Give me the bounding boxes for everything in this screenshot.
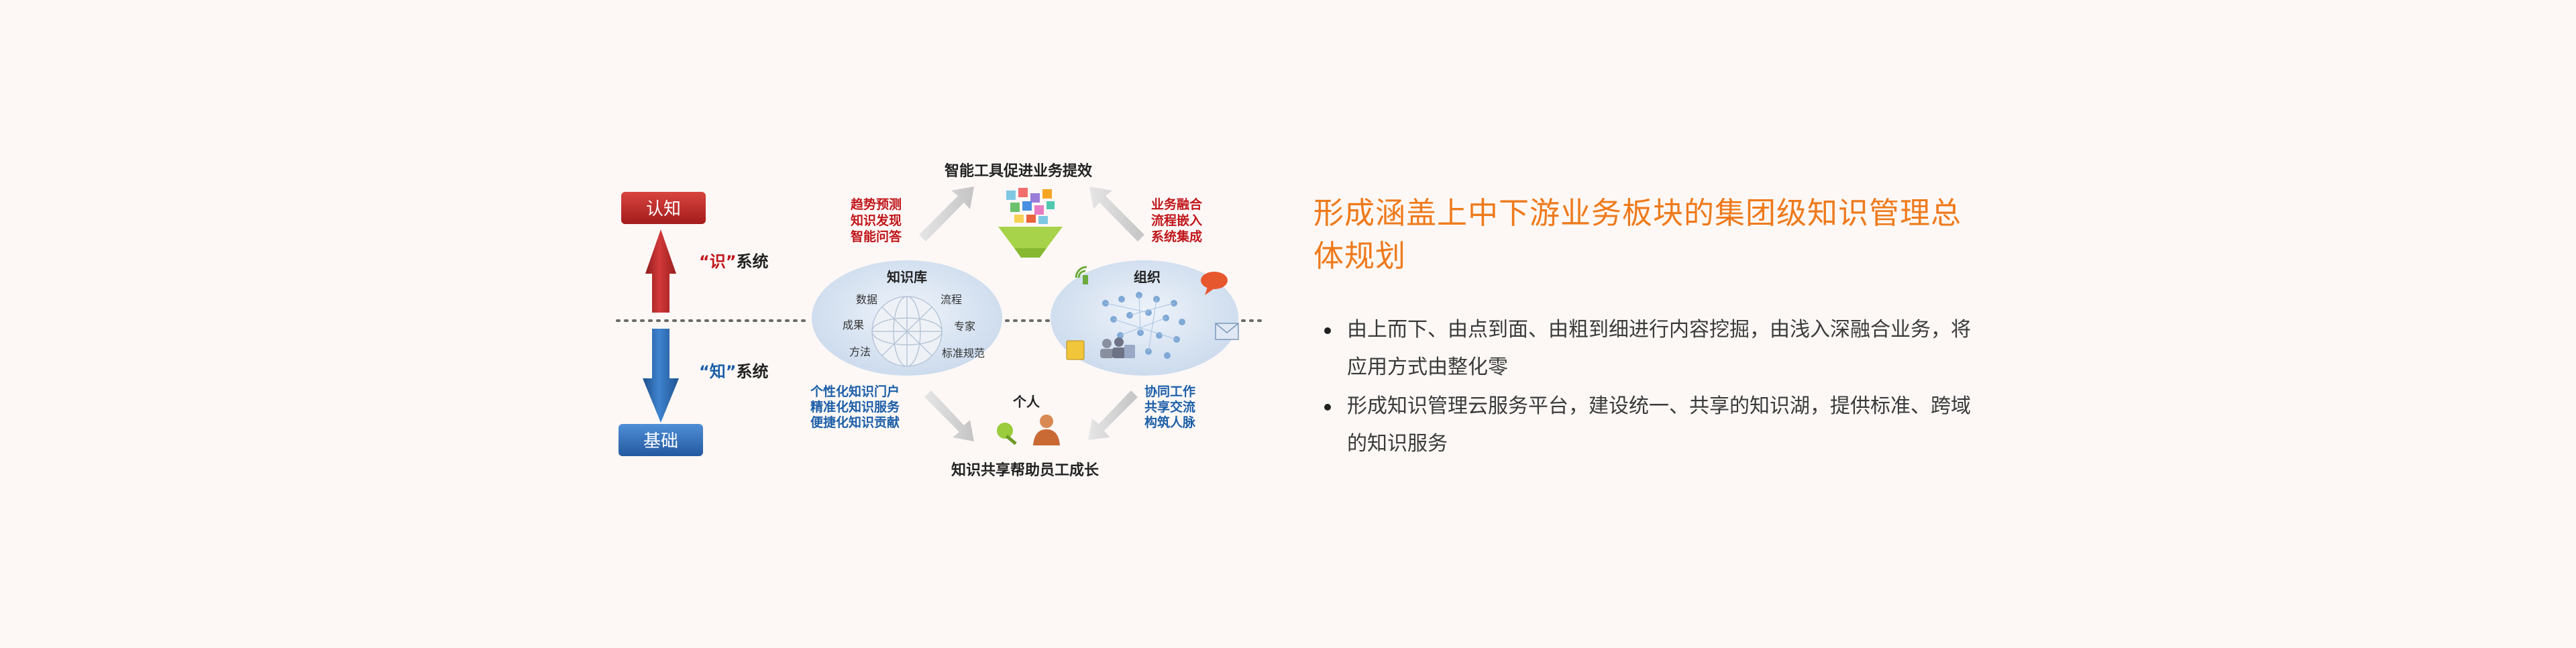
bullet-text: 由上而下、由点到面、由粗到细进行内容挖掘，由浅入深融合业务，将应用方式由整化零: [1347, 318, 1971, 379]
lower-system-label: “知”系统: [699, 362, 769, 381]
group-avatar-icon: [1100, 337, 1135, 358]
envelope-icon: [1215, 323, 1239, 340]
kb-item-methods: 方法: [849, 345, 871, 358]
kb-item-data: 数据: [856, 293, 877, 306]
label-smart-qa: 智能问答: [851, 229, 902, 244]
svg-text:基础: 基础: [643, 431, 678, 451]
summary-headline: 形成涵盖上中下游业务板块的集团级知识管理总体规划: [1313, 195, 1962, 274]
person-avatar-icon: [1033, 415, 1060, 445]
kb-item-results: 成果: [843, 319, 864, 331]
red-up-arrow: [645, 229, 676, 313]
blue-down-arrow: [643, 329, 679, 423]
label-collaboration: 协同工作: [1144, 384, 1195, 399]
wifi-signal-icon: [1075, 266, 1088, 284]
summary-bullet-list: 由上而下、由点到面、由粗到细进行内容挖掘，由浅入深融合业务，将应用方式由整化零 …: [1313, 311, 1971, 463]
globe-network-icon: [871, 296, 943, 367]
label-service: 精准化知识服务: [810, 399, 900, 415]
arrow-top-right: [1089, 186, 1144, 241]
label-process-embed: 流程嵌入: [1151, 213, 1202, 228]
label-trend-forecast: 趋势预测: [851, 197, 902, 212]
bottom-left-labels: 个性化知识门户 精准化知识服务 便捷化知识贡献: [810, 384, 900, 430]
label-network: 构筑人脉: [1144, 415, 1196, 430]
label-system-integration: 系统集成: [1151, 229, 1202, 244]
arrow-top-left: [919, 186, 974, 241]
knowledge-base-title: 知识库: [887, 269, 927, 285]
svg-text:认知: 认知: [646, 199, 681, 219]
label-portal: 个性化知识门户: [810, 384, 900, 399]
smart-tools-funnel-icon: [998, 188, 1063, 258]
kb-item-standards: 标准规范: [942, 347, 985, 360]
individual-title: 个人: [1012, 394, 1040, 410]
bullet-text: 形成知识管理云服务平台，建设统一、共享的知识湖，提供标准、跨域的知识服务: [1347, 394, 1971, 455]
bullet-dot: [1324, 404, 1331, 411]
arrow-bottom-left: [924, 390, 974, 441]
bullet-dot: [1324, 327, 1331, 334]
label-knowledge-discovery: 知识发现: [851, 213, 902, 228]
kb-item-experts: 专家: [954, 320, 975, 333]
organization-node: 组织: [1051, 260, 1239, 376]
upper-system-label: “识”系统: [699, 252, 769, 271]
kb-item-process: 流程: [941, 293, 962, 306]
label-exchange: 共享交流: [1144, 399, 1195, 415]
individual-node: 个人: [997, 394, 1060, 445]
bullet-item: 形成知识管理云服务平台，建设统一、共享的知识湖，提供标准、跨域的知识服务: [1313, 388, 1971, 463]
lightbulb-key-icon: [997, 423, 1017, 445]
label-business-fusion: 业务融合: [1151, 197, 1203, 212]
bullet-item: 由上而下、由点到面、由粗到细进行内容挖掘，由浅入深融合业务，将应用方式由整化零: [1313, 311, 1971, 386]
top-right-labels: 业务融合 流程嵌入 系统集成: [1151, 197, 1203, 244]
chat-bubble-icon: [1201, 272, 1228, 295]
bottom-right-labels: 协同工作 共享交流 构筑人脉: [1144, 384, 1196, 430]
foundation-button: 基础: [619, 424, 703, 456]
bottom-title: 知识共享帮助员工成长: [951, 462, 1099, 479]
label-contribution: 便捷化知识贡献: [810, 415, 900, 430]
knowledge-base-node: 知识库 数据 流程 成果 专家 方法 标准规范: [812, 260, 1002, 376]
top-title: 智能工具促进业务提效: [945, 162, 1092, 180]
cognition-button: 认知: [621, 192, 706, 224]
people-network-links: [1105, 294, 1177, 352]
top-left-labels: 趋势预测 知识发现 智能问答: [851, 197, 902, 244]
summary-panel: 形成涵盖上中下游业务板块的集团级知识管理总体规划 由上而下、由点到面、由粗到细进…: [1313, 192, 1971, 464]
folder-icon: [1066, 340, 1085, 360]
arrow-bottom-right: [1088, 390, 1138, 440]
organization-title: 组织: [1134, 269, 1161, 285]
